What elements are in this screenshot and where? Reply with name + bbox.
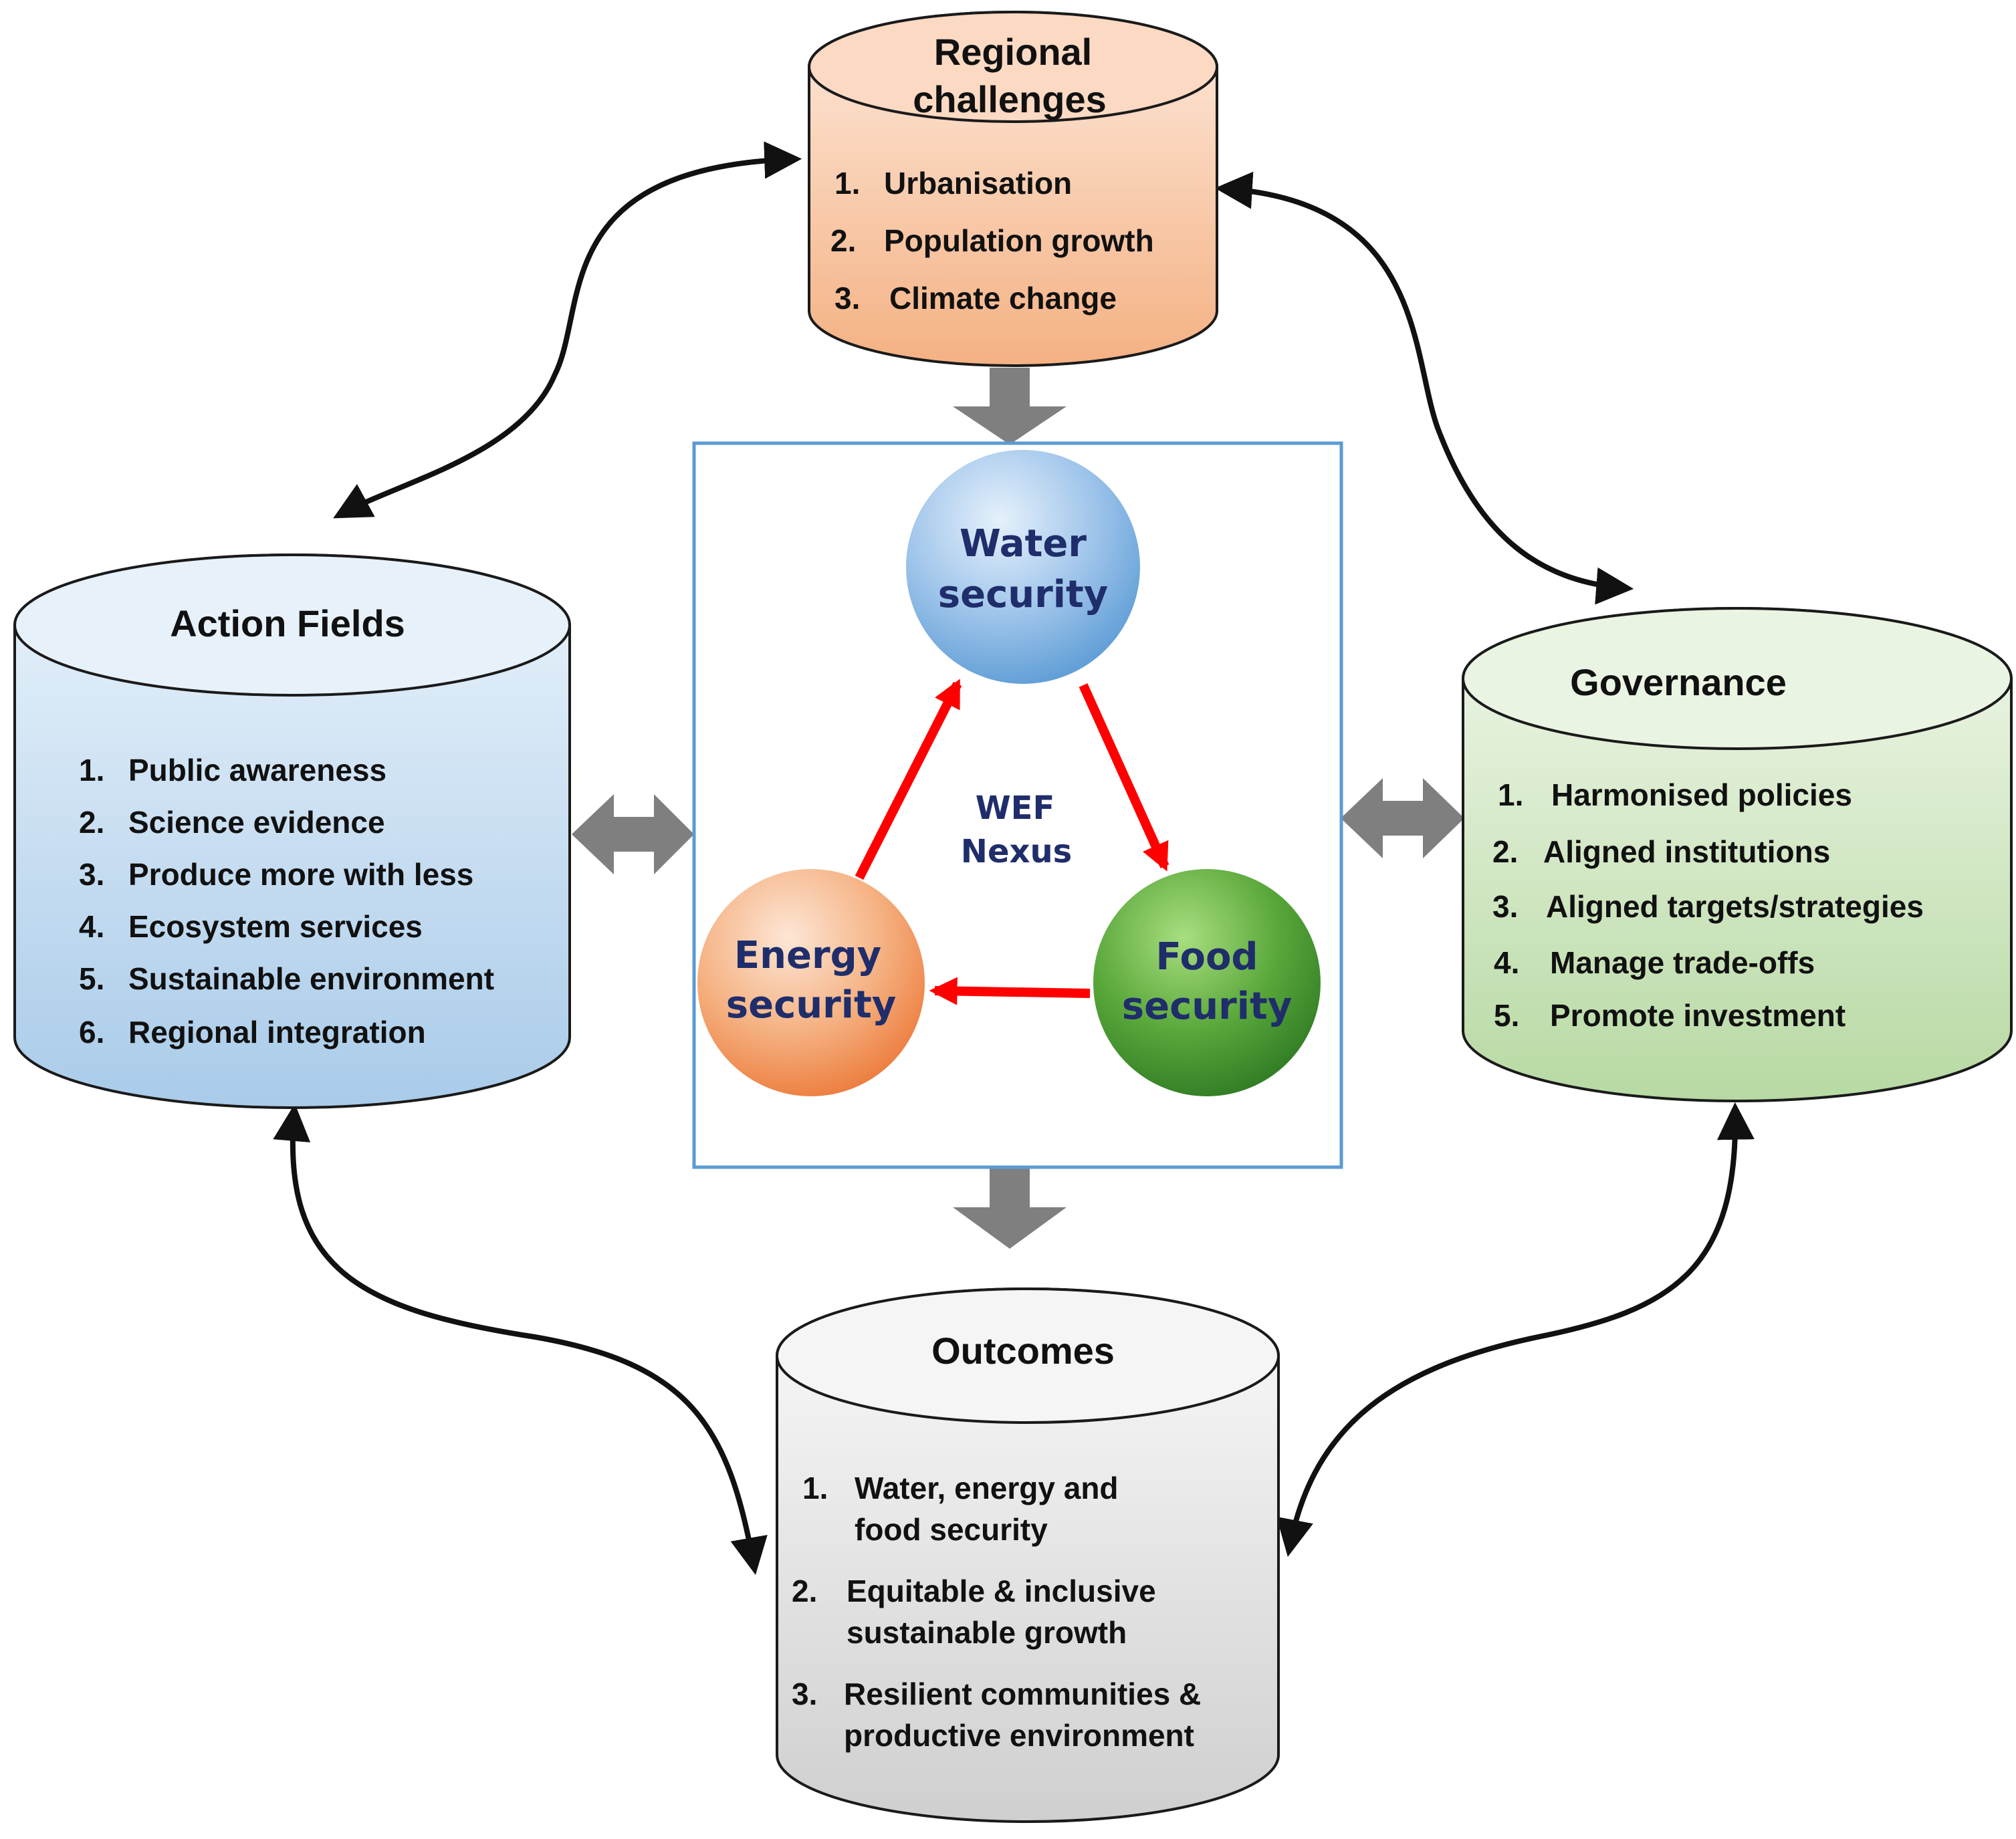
action-item-3-text: Produce more with less <box>128 857 473 892</box>
arrow-water-to-food <box>1079 683 1169 872</box>
governance-item-4-text: Manage trade-offs <box>1550 945 1815 980</box>
outcomes-title: Outcomes <box>931 1330 1115 1372</box>
energy-security-label-line2: security <box>726 983 896 1027</box>
governance-title: Governance <box>1570 661 1787 703</box>
action-item-4-number: 4. <box>79 909 104 944</box>
water-security-label-line1: Water <box>960 522 1087 566</box>
governance-item-5-text: Promote investment <box>1550 998 1845 1033</box>
action-item-4-text: Ecosystem services <box>128 909 423 944</box>
regional-challenges-title-line2: challenges <box>913 78 1106 120</box>
action-item-1-number: 1. <box>79 753 104 787</box>
double-arrow-nexus-governance <box>1341 778 1464 858</box>
challenge-item-2-text: Population growth <box>884 223 1154 258</box>
governance-item-5-number: 5. <box>1494 998 1519 1033</box>
connector-governance-outcomes <box>1276 1102 1755 1558</box>
action-item-1-text: Public awareness <box>128 753 386 787</box>
water-security-circle: Water security <box>906 450 1140 684</box>
challenge-item-3-text: Climate change <box>889 281 1117 316</box>
outcome-item-3-line2: productive environment <box>844 1718 1194 1753</box>
action-item-5-text: Sustainable environment <box>128 961 494 996</box>
challenge-item-1-text: Urbanisation <box>884 166 1072 201</box>
challenge-item-2-number: 2. <box>830 223 856 258</box>
outcome-item-1-number: 1. <box>802 1471 828 1505</box>
outcome-item-2-line1: Equitable & inclusive <box>847 1574 1156 1608</box>
food-security-label-line2: security <box>1122 985 1292 1028</box>
connector-action-outcomes <box>273 1103 768 1576</box>
down-arrow-challenges-to-nexus <box>953 368 1067 445</box>
arrow-food-to-energy <box>929 977 1091 1005</box>
food-security-label-line1: Food <box>1155 935 1258 979</box>
outcomes-cylinder: Outcomes 1. Water, energy and food secur… <box>776 1288 1280 1823</box>
governance-item-3-number: 3. <box>1492 889 1518 924</box>
energy-security-label-line1: Energy <box>734 934 881 977</box>
action-item-6-text: Regional integration <box>128 1015 426 1050</box>
action-item-5-number: 5. <box>79 961 104 996</box>
governance-item-2-text: Aligned institutions <box>1543 834 1830 869</box>
action-fields-title: Action Fields <box>170 602 405 644</box>
governance-cylinder: Governance 1. Harmonised policies 2. Ali… <box>1462 607 2013 1102</box>
food-security-circle: Food security <box>1093 869 1321 1096</box>
outcome-item-1-line1: Water, energy and <box>855 1471 1119 1505</box>
governance-item-1-text: Harmonised policies <box>1551 777 1852 812</box>
wef-nexus-label-line2: Nexus <box>961 833 1072 870</box>
connector-challenges-governance <box>1214 171 1634 605</box>
action-fields-cylinder: Action Fields 1. Public awareness 2. Sci… <box>13 554 571 1109</box>
water-security-label-line2: security <box>938 573 1108 616</box>
action-item-2-number: 2. <box>79 805 104 840</box>
outcome-item-3-line1: Resilient communities & <box>844 1677 1201 1711</box>
governance-item-2-number: 2. <box>1492 834 1518 869</box>
governance-item-4-number: 4. <box>1494 945 1519 980</box>
regional-challenges-title-line1: Regional <box>934 31 1092 73</box>
wef-nexus-label-line1: WEF <box>976 789 1055 827</box>
outcome-item-3-number: 3. <box>792 1677 817 1711</box>
connector-challenges-action <box>333 141 802 519</box>
down-arrow-nexus-to-outcomes <box>953 1169 1067 1249</box>
challenge-item-3-number: 3. <box>834 281 860 316</box>
action-item-6-number: 6. <box>79 1015 104 1050</box>
arrow-energy-to-water <box>855 679 962 880</box>
outcome-item-2-line2: sustainable growth <box>847 1615 1127 1650</box>
outcome-item-2-number: 2. <box>792 1574 817 1608</box>
action-item-2-text: Science evidence <box>128 805 385 840</box>
outcome-item-1-line2: food security <box>855 1512 1048 1547</box>
challenge-item-1-number: 1. <box>834 166 860 201</box>
action-item-3-number: 3. <box>79 857 104 892</box>
regional-challenges-cylinder: Regional challenges 1. Urbanisation 2. P… <box>808 11 1218 367</box>
governance-item-1-number: 1. <box>1498 777 1523 812</box>
double-arrow-action-nexus <box>572 794 694 874</box>
energy-security-circle: Energy security <box>697 869 925 1096</box>
governance-item-3-text: Aligned targets/strategies <box>1546 889 1924 924</box>
